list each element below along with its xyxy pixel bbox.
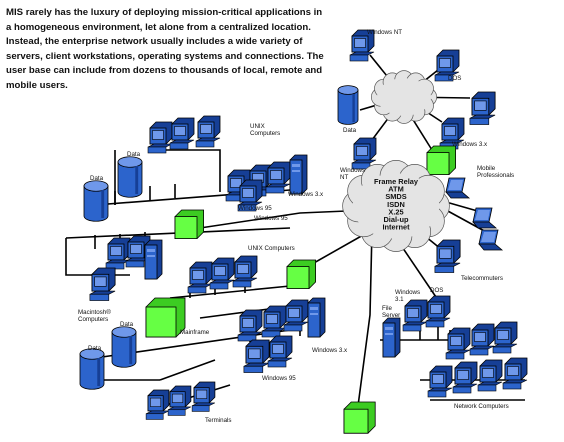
computer-icon (209, 257, 235, 290)
label-windows-3x-top: Windows 3.x (452, 141, 488, 148)
network-cable (357, 229, 373, 407)
network-node-icon (286, 259, 316, 290)
computer-icon (105, 237, 131, 270)
label-dos-top: DOS (448, 75, 461, 82)
computer-icon (167, 385, 192, 416)
computer-icon (125, 235, 151, 268)
label-windows-nt-top: Windows NT (367, 29, 402, 36)
tower-computer-icon (289, 154, 308, 195)
computer-icon (243, 339, 270, 373)
computer-icon (452, 361, 478, 394)
label-data-far-left: Data (90, 175, 104, 182)
network-cable (411, 117, 433, 151)
label-dos-bottom: DOS (430, 287, 443, 294)
network-node-icon (174, 209, 204, 240)
label-data-top: Data (343, 127, 357, 134)
computer-icon (145, 389, 170, 420)
label-windows-95-mid: Windows 95 (254, 215, 288, 222)
computer-icon (283, 299, 309, 332)
network-devices (79, 29, 528, 434)
database-icon (111, 326, 137, 368)
label-mainframe: Mainframe (180, 329, 210, 336)
computer-icon (261, 305, 287, 338)
computer-icon (425, 295, 451, 328)
label-windows-95-bottom: Windows 95 (262, 375, 296, 382)
label-terminals: Terminals (205, 417, 231, 424)
label-telecommuters: Telecommuters (461, 275, 503, 282)
computer-icon (187, 261, 213, 294)
database-icon (83, 180, 109, 222)
computer-icon (237, 309, 263, 342)
computer-icon (427, 365, 453, 398)
computer-icon (469, 91, 496, 125)
label-windows-3x-bottom: Windows 3.x (312, 347, 348, 354)
tower-computer-icon (307, 297, 326, 338)
wan-cloud (342, 160, 450, 252)
database-icon (117, 156, 143, 198)
computer-icon (434, 239, 461, 273)
label-unix-computers-mid: UNIX Computers (248, 245, 295, 252)
computer-icon (191, 381, 216, 412)
label-windows-95-left: Windows 95 (238, 205, 272, 212)
network-node-icon (145, 297, 186, 338)
label-windows-3x-left: Windows 3.x (288, 191, 324, 198)
label-network-computers: Network Computers (454, 403, 509, 410)
network-cable (159, 359, 216, 381)
computer-icon (195, 115, 221, 148)
label-data-bottom-mid: Data (120, 321, 134, 328)
cloud-protocol-label: SMDS (385, 192, 406, 201)
computer-icon (469, 323, 495, 356)
database-icon (79, 348, 105, 390)
computer-icon (147, 121, 173, 154)
laptop-icon (478, 229, 504, 251)
small-network-cloud (371, 70, 437, 124)
laptop-icon (472, 207, 498, 229)
computer-icon (89, 267, 116, 301)
computer-icon (349, 29, 375, 62)
database-icon (337, 85, 359, 125)
laptop-icon (445, 177, 471, 199)
computer-icon (434, 49, 460, 82)
computer-icon (265, 161, 291, 194)
network-node-icon (426, 145, 456, 176)
label-data-bottom-left: Data (88, 345, 102, 352)
cloud-protocol-label: ISDN (387, 200, 405, 209)
cloud-protocol-label: ATM (388, 185, 403, 194)
network-node-icon (343, 401, 376, 434)
computer-icon (267, 335, 293, 368)
computer-icon (477, 359, 503, 392)
cloud-protocol-label: Frame Relay (374, 177, 419, 186)
computer-icon (232, 255, 258, 288)
tower-computer-icon (382, 317, 401, 358)
intro-paragraph: MIS rarely has the luxury of deploying m… (6, 7, 324, 91)
computer-icon (445, 327, 471, 360)
computer-icon (169, 117, 195, 150)
cloud-protocol-label: Dial-up (383, 215, 409, 224)
computer-icon (351, 137, 377, 170)
label-data-left: Data (127, 151, 141, 158)
cloud-protocol-label: X.25 (388, 207, 403, 216)
cloud-protocol-label: Internet (382, 223, 410, 232)
tower-computer-icon (144, 239, 163, 280)
label-macintosh-computers: Macintosh®Computers (78, 309, 111, 323)
computer-icon (492, 321, 518, 354)
network-cable (160, 149, 221, 192)
computer-icon (502, 357, 528, 390)
computer-icon (237, 179, 263, 212)
network-cable (445, 209, 489, 234)
computer-icon (402, 299, 428, 332)
